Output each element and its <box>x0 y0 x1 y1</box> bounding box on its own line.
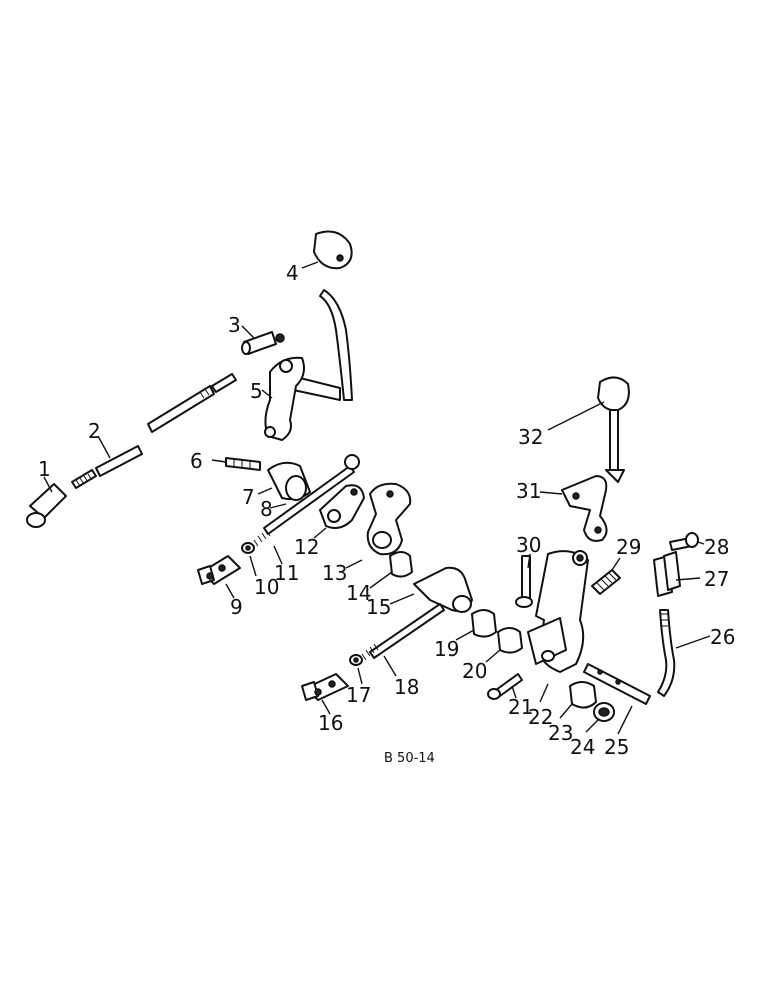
part-17-washer <box>349 654 363 685</box>
part-19-bushing <box>455 609 497 641</box>
callout-27: 27 <box>704 567 729 591</box>
callout-11: 11 <box>274 561 299 585</box>
part-26-bent-rod <box>657 609 711 697</box>
callout-3: 3 <box>228 313 241 337</box>
part-28-bolt <box>669 532 705 551</box>
part-20-bushing <box>485 627 523 663</box>
callout-18: 18 <box>394 675 419 699</box>
part-6-pin <box>211 457 261 471</box>
callout-17: 17 <box>346 683 371 707</box>
part-30-bolt <box>515 553 533 608</box>
part-16-clevis <box>301 673 349 715</box>
callout-21: 21 <box>508 695 533 719</box>
callout-20: 20 <box>462 659 487 683</box>
part-9-clevis <box>197 555 241 599</box>
part-8-link-rod <box>253 454 360 565</box>
callout-5: 5 <box>250 379 263 403</box>
callout-14: 14 <box>346 581 371 605</box>
part-31-lever-bracket <box>539 475 608 542</box>
part-14-bushing <box>369 551 413 589</box>
part-2-threaded-rod <box>71 373 237 489</box>
part-13-bell-crank <box>345 482 412 569</box>
part-7-bushing-block <box>257 461 311 501</box>
part-10-washer <box>241 542 257 577</box>
part-4-knob <box>301 230 353 270</box>
callout-15: 15 <box>366 595 391 619</box>
part-15-lever <box>389 566 473 613</box>
callout-24: 24 <box>570 735 595 759</box>
callout-6: 6 <box>190 449 203 473</box>
callout-1: 1 <box>38 457 51 481</box>
callout-9: 9 <box>230 595 243 619</box>
callout-26: 26 <box>710 625 735 649</box>
callout-19: 19 <box>434 637 459 661</box>
callout-labels: 1 2 3 4 5 6 7 8 9 10 11 12 13 14 15 16 1… <box>38 261 735 759</box>
callout-12: 12 <box>294 535 319 559</box>
part-22-selector-housing <box>527 550 589 703</box>
part-24-seal-ring <box>585 702 615 733</box>
part-23-bushing <box>559 681 597 719</box>
callout-13: 13 <box>322 561 347 585</box>
part-12-lever-arm <box>313 484 365 539</box>
part-18-threaded-link-rod <box>361 603 445 677</box>
callout-30: 30 <box>516 533 541 557</box>
callout-31: 31 <box>516 479 541 503</box>
callout-22: 22 <box>528 705 553 729</box>
part-3-pin <box>241 325 285 355</box>
callout-2: 2 <box>88 419 101 443</box>
callout-10: 10 <box>254 575 279 599</box>
part-5-hand-lever <box>261 289 353 441</box>
part-21-bolt <box>487 673 523 700</box>
callout-28: 28 <box>704 535 729 559</box>
drawing-code: B 50-14 <box>384 751 435 766</box>
callout-32: 32 <box>518 425 543 449</box>
part-32-gear-lever <box>547 376 630 483</box>
callout-8: 8 <box>260 497 273 521</box>
part-1-ball-joint <box>26 476 67 528</box>
callout-25: 25 <box>604 735 629 759</box>
part-25-shift-rail <box>583 663 651 735</box>
callout-4: 4 <box>286 261 299 285</box>
callout-29: 29 <box>616 535 641 559</box>
callout-7: 7 <box>242 485 255 509</box>
part-27-spring-clip <box>653 551 701 597</box>
callout-16: 16 <box>318 711 343 735</box>
part-29-spring <box>591 557 621 595</box>
callout-23: 23 <box>548 721 573 745</box>
